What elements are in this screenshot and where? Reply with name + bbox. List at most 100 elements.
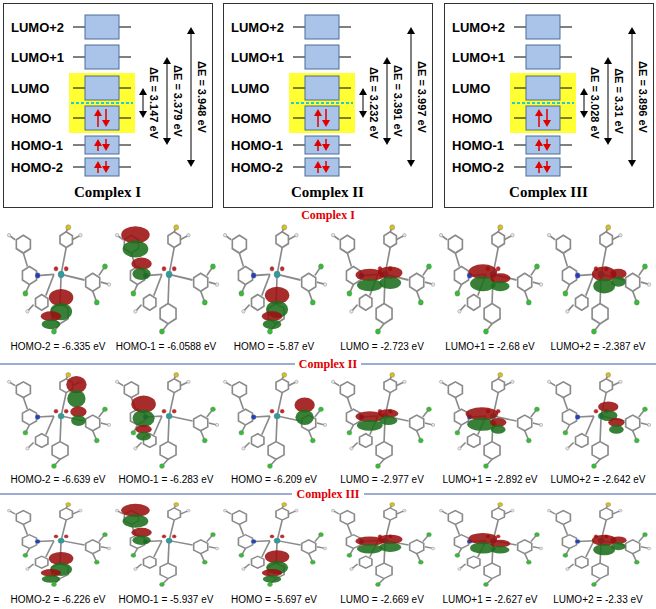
- lobe-negative: [42, 319, 60, 329]
- gap-arrow: [167, 63, 168, 139]
- arrow-head: [580, 88, 588, 95]
- complex-heading: Complex III: [292, 487, 363, 502]
- orbital-energy-caption: LUMO = -2.723 eV: [340, 341, 424, 352]
- molecule: [547, 503, 650, 587]
- orbital-level-label: LUMO+2: [452, 20, 505, 35]
- arrow-head: [604, 138, 612, 145]
- arrow-head: [139, 88, 147, 95]
- lobe-negative: [67, 390, 85, 407]
- arrow-head: [187, 160, 195, 167]
- orbital-level-label: HOMO-2: [11, 160, 63, 175]
- gap-arrow: [632, 33, 633, 161]
- arrow-head: [139, 111, 147, 118]
- highlight-band: [510, 73, 576, 133]
- orbital-level-label: HOMO-2: [231, 160, 283, 175]
- arrow-head: [535, 139, 543, 146]
- orbital-level-label: HOMO-1: [231, 138, 283, 153]
- orbital-box: [85, 15, 119, 39]
- gap-arrow: [387, 63, 388, 139]
- arrow-head: [314, 161, 322, 168]
- molecule: [547, 225, 650, 335]
- molecule: [439, 373, 542, 469]
- orbital-box: [526, 45, 560, 69]
- orbital-energy-caption: LUMO = -2.977 eV: [340, 474, 424, 485]
- orbital-energy-caption: HOMO-2 = -6.335 eV: [11, 341, 106, 352]
- lobe-negative: [611, 543, 626, 551]
- gap-arrow: [191, 33, 192, 161]
- complex-heading: Complex I: [297, 208, 359, 223]
- lobe-negative: [379, 542, 401, 551]
- lobe-negative: [491, 281, 509, 291]
- arrow-head: [628, 160, 636, 167]
- energy-gap-label: ΔE = 3.948 eV: [196, 61, 208, 133]
- arrow-head: [102, 144, 110, 151]
- gap-arrow: [608, 63, 609, 139]
- energy-gap-label: ΔE = 3.391 eV: [392, 65, 404, 137]
- orbital-plot: [7, 373, 110, 469]
- orbital-level-label: LUMO: [11, 81, 49, 96]
- orbital-level-label: HOMO-1: [452, 138, 504, 153]
- orbital-plot: [7, 225, 110, 335]
- orbital-energy-caption: LUMO+2 = -2.387 eV: [550, 341, 645, 352]
- molecule: [439, 225, 542, 335]
- orbital-plot: [547, 373, 650, 469]
- energy-gap-label: ΔE = 3.028 eV: [589, 67, 601, 139]
- lobe-negative: [379, 416, 397, 425]
- orbital-energy-caption: LUMO+1 = -2.892 eV: [442, 474, 537, 485]
- gap-arrow: [363, 94, 364, 112]
- energy-gap-label: ΔE = 3.997 eV: [416, 61, 428, 133]
- orbital-box: [526, 136, 560, 154]
- orbital-energy-caption: HOMO-2 = -6.226 eV: [11, 594, 106, 605]
- lobe-negative: [357, 420, 383, 431]
- orbital-plot: [115, 373, 218, 469]
- lobe-negative: [295, 410, 313, 425]
- gap-arrow: [143, 94, 144, 112]
- arrow-head: [359, 111, 367, 118]
- arrow-head: [102, 120, 110, 127]
- orbital-box: [305, 76, 339, 100]
- arrow-head: [604, 57, 612, 64]
- orbital-plot: [439, 373, 542, 469]
- orbital-box: [305, 45, 339, 69]
- lobe-negative: [357, 279, 383, 291]
- lobe-negative: [133, 410, 155, 427]
- orbital-level-label: LUMO: [452, 81, 490, 96]
- orbital-box: [526, 158, 560, 176]
- lobe-negative: [136, 432, 151, 441]
- lobe-negative: [263, 575, 281, 583]
- energy-gap-label: ΔE = 3.896 eV: [637, 61, 649, 133]
- orbital-plot: [547, 225, 650, 335]
- orbital-level-label: HOMO: [11, 111, 51, 126]
- orbital-plot: [223, 225, 326, 335]
- arrow-head: [543, 144, 551, 151]
- orbital-level-label: HOMO: [452, 111, 492, 126]
- molecule: [223, 373, 326, 469]
- lobe-negative: [123, 240, 149, 257]
- orbital-box: [305, 15, 339, 39]
- orbital-box: [305, 158, 339, 176]
- fermi-dash: [291, 102, 353, 104]
- panel-title: Complex II: [291, 184, 364, 201]
- orbital-plot: [439, 503, 542, 587]
- orbital-energy-caption: HOMO-1 = -6.0588 eV: [116, 341, 216, 352]
- orbital-plot: [115, 503, 218, 587]
- arrow-head: [535, 161, 543, 168]
- arrow-head: [322, 144, 330, 151]
- orbital-box: [85, 106, 119, 130]
- orbital-level-label: HOMO-2: [452, 160, 504, 175]
- lobe-negative: [379, 277, 401, 289]
- orbital-box: [85, 76, 119, 100]
- orbital-energy-caption: LUMO+2 = -2.642 eV: [550, 474, 645, 485]
- molecule: [7, 225, 110, 335]
- orbital-level-label: LUMO+1: [231, 50, 284, 65]
- orbital-energy-caption: HOMO = -5.87 eV: [234, 341, 314, 352]
- arrow-head: [314, 109, 322, 116]
- arrow-head: [628, 27, 636, 34]
- arrow-head: [580, 111, 588, 118]
- lobe-negative: [42, 575, 60, 583]
- molecule: [7, 503, 110, 587]
- orbital-box: [526, 106, 560, 130]
- orbital-box: [85, 136, 119, 154]
- energy-gap-label: ΔE = 3.31 eV: [613, 68, 625, 134]
